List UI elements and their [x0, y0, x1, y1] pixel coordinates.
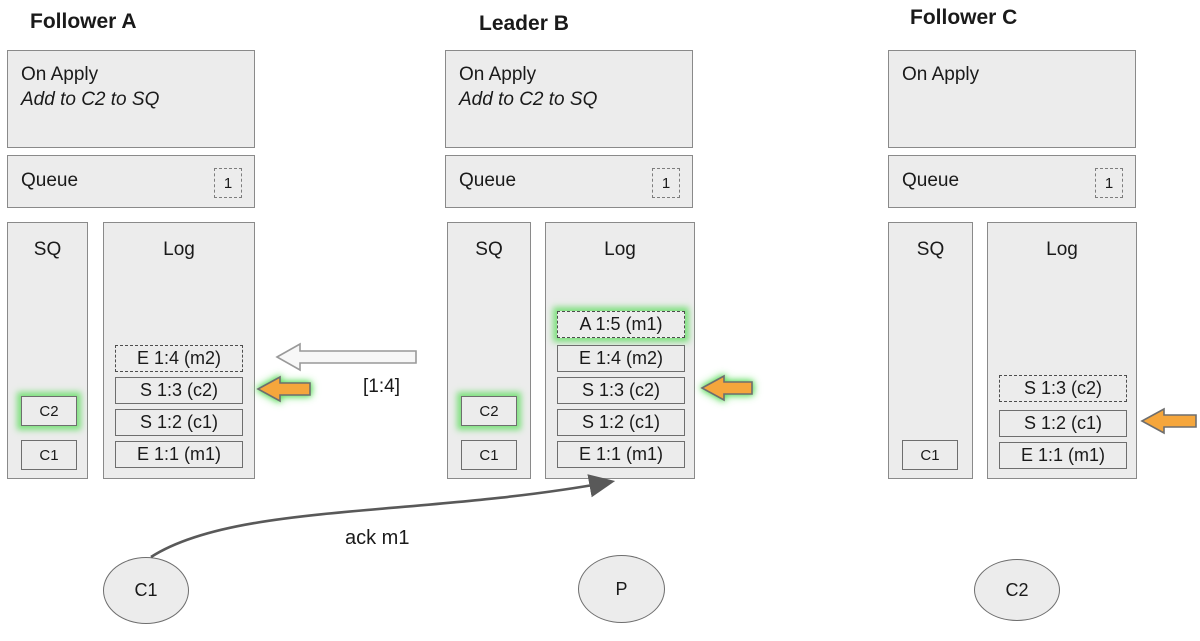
- sq-item-c2: C2: [461, 396, 517, 426]
- queue-box-a: Queue 1: [7, 155, 255, 208]
- actor-c2: C2: [974, 559, 1060, 621]
- apply-pointer-arrow-a: [256, 375, 311, 403]
- apply-pointer-arrow-b: [700, 374, 753, 402]
- on-apply-action: Add to C2 to SQ: [21, 89, 160, 110]
- log-box-c: Log S 1:3 (c2) S 1:2 (c1) E 1:1 (m1): [987, 222, 1137, 479]
- node-title-follower-a: Follower A: [30, 10, 137, 33]
- on-apply-label: On Apply: [21, 64, 99, 85]
- log-entry: S 1:3 (c2): [115, 377, 243, 404]
- queue-count-badge: 1: [214, 168, 242, 198]
- log-entry: E 1:4 (m2): [557, 345, 685, 372]
- log-entry: S 1:2 (c1): [115, 409, 243, 436]
- replicate-range-label: [1:4]: [363, 376, 400, 397]
- apply-pointer-arrow-c: [1140, 407, 1197, 435]
- queue-count-badge: 1: [1095, 168, 1123, 198]
- sq-box-a: SQ C2 C1: [7, 222, 88, 479]
- log-label: Log: [1046, 239, 1078, 260]
- sq-label: SQ: [916, 239, 945, 260]
- log-entry: S 1:3 (c2): [557, 377, 685, 404]
- actor-c1: C1: [103, 557, 189, 624]
- log-entry: S 1:2 (c1): [999, 410, 1127, 437]
- sq-item-c1: C1: [461, 440, 517, 470]
- log-entry: E 1:1 (m1): [999, 442, 1127, 469]
- log-entry: E 1:1 (m1): [557, 441, 685, 468]
- sq-item-c1: C1: [902, 440, 958, 470]
- log-label: Log: [604, 239, 636, 260]
- replicate-arrow: [275, 342, 417, 372]
- queue-label: Queue: [459, 170, 517, 191]
- log-entry: S 1:2 (c1): [557, 409, 685, 436]
- on-apply-label: On Apply: [902, 64, 980, 85]
- log-box-b: Log A 1:5 (m1) E 1:4 (m2) S 1:3 (c2) S 1…: [545, 222, 695, 479]
- sq-box-c: SQ C1: [888, 222, 973, 479]
- on-apply-label: On Apply: [459, 64, 537, 85]
- queue-box-b: Queue 1: [445, 155, 693, 208]
- sq-item-c1: C1: [21, 440, 77, 470]
- log-entry: E 1:4 (m2): [115, 345, 243, 372]
- on-apply-action: Add to C2 to SQ: [459, 89, 598, 110]
- log-entry: E 1:1 (m1): [115, 441, 243, 468]
- queue-box-c: Queue 1: [888, 155, 1136, 208]
- log-entry: S 1:3 (c2): [999, 375, 1127, 402]
- actor-label: P: [615, 578, 628, 599]
- queue-label: Queue: [902, 170, 960, 191]
- on-apply-box-a: On Apply Add to C2 to SQ: [7, 50, 255, 148]
- queue-count-badge: 1: [652, 168, 680, 198]
- actor-p: P: [578, 555, 665, 623]
- actor-label: C1: [134, 580, 158, 600]
- sq-item-c2: C2: [21, 396, 77, 426]
- node-title-leader-b: Leader B: [479, 12, 569, 35]
- log-entry: A 1:5 (m1): [557, 311, 685, 338]
- node-title-follower-c: Follower C: [910, 6, 1018, 29]
- sq-label: SQ: [475, 239, 503, 260]
- queue-label: Queue: [21, 170, 79, 191]
- sq-label: SQ: [33, 239, 62, 260]
- log-box-a: Log E 1:4 (m2) S 1:3 (c2) S 1:2 (c1) E 1…: [103, 222, 255, 479]
- sq-box-b: SQ C2 C1: [447, 222, 531, 479]
- log-label: Log: [163, 239, 195, 260]
- on-apply-box-b: On Apply Add to C2 to SQ: [445, 50, 693, 148]
- actor-label: C2: [1005, 579, 1029, 600]
- ack-label: ack m1: [345, 527, 410, 549]
- on-apply-box-c: On Apply: [888, 50, 1136, 148]
